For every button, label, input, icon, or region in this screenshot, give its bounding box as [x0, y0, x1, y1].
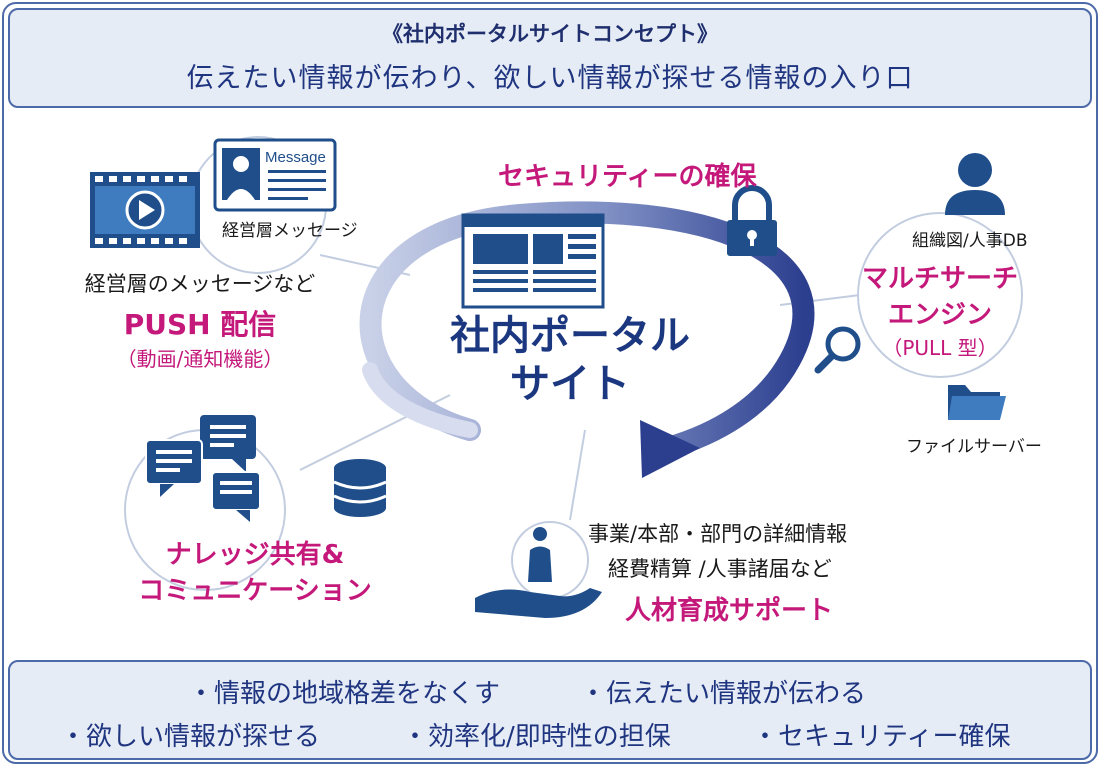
talent-title: 人材育成サポート — [625, 596, 834, 626]
concept-header — [8, 8, 1092, 108]
folder-icon — [948, 385, 1006, 420]
database-icon — [333, 459, 387, 517]
file-server-label: ファイルサーバー — [906, 437, 1042, 457]
person-icon — [945, 153, 1005, 215]
video-icon — [90, 172, 200, 248]
search-title-line2: エンジン — [887, 300, 992, 330]
connector-talent — [569, 429, 586, 521]
message-card-label: Message — [265, 149, 326, 166]
orbit-arrow-icon — [359, 201, 815, 478]
portal-title-line2: サイト — [510, 361, 630, 407]
search-title-line1: マルチサーチ — [861, 264, 1018, 294]
knowledge-title-line2: コミュニケーション — [138, 576, 372, 606]
knowledge-title-line1: ナレッジ共有& — [165, 540, 345, 570]
push-description: 経営層のメッセージなど — [84, 272, 316, 296]
hand-person-icon — [475, 527, 602, 618]
chat-bubbles-icon — [145, 415, 261, 522]
benefit-item: ・欲しい情報が探せる — [60, 722, 321, 752]
benefit-item: ・情報の地域格差をなくす — [188, 679, 501, 709]
talent-detail-line1: 事業/本部・部門の詳細情報 — [588, 522, 848, 546]
message-card-icon — [213, 138, 337, 212]
org-chart-label: 組織図/人事DB — [912, 231, 1028, 251]
push-title: PUSH 配信 — [123, 308, 277, 341]
benefit-item: ・伝えたい情報が伝わる — [580, 679, 867, 709]
concept-title: 《社内ポータルサイトコンセプト》 — [382, 22, 718, 46]
portal-title-line1: 社内ポータル — [450, 313, 690, 359]
benefits-footer — [8, 660, 1092, 760]
search-subtitle: （PULL 型） — [882, 336, 998, 360]
search-circle — [857, 212, 1023, 378]
lock-icon — [727, 185, 777, 256]
benefit-item: ・効率化/即時性の担保 — [402, 722, 671, 752]
exec-message-label: 経営層メッセージ — [222, 221, 358, 241]
security-label: セキュリティーの確保 — [498, 162, 757, 192]
benefit-item: ・セキュリティー確保 — [752, 722, 1011, 752]
talent-detail-line2: 経費精算 /人事諸届など — [608, 557, 832, 581]
search-icon — [814, 326, 861, 374]
concept-subtitle: 伝えたい情報が伝わり、欲しい情報が探せる情報の入り口 — [186, 63, 914, 94]
portal-screen-icon — [461, 213, 605, 309]
push-subtitle: （動画/通知機能） — [116, 347, 284, 371]
